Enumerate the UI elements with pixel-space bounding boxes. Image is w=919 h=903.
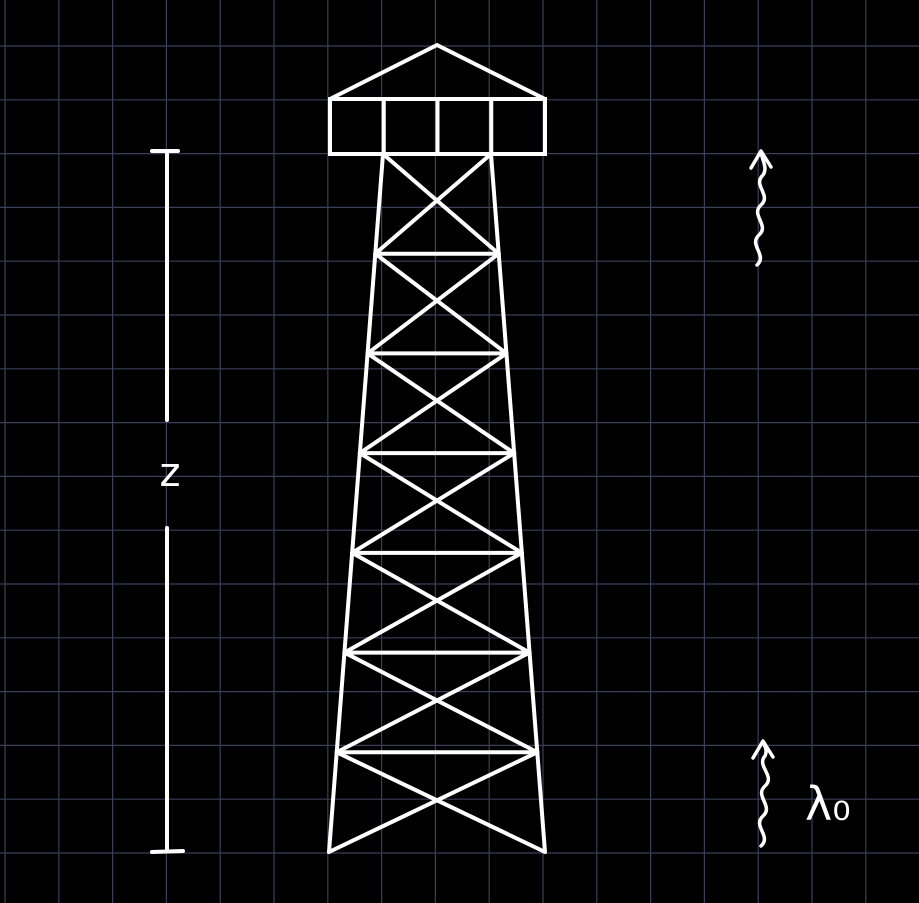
tower-leg-left — [327, 152, 385, 854]
tower-brace — [327, 750, 540, 854]
tower-brace — [373, 251, 509, 356]
cabin-dividers — [381, 97, 494, 156]
tower-brace — [334, 650, 532, 755]
tower-brace — [342, 550, 524, 655]
tower-brace — [334, 750, 547, 854]
tower-brace — [350, 550, 532, 655]
tower-truss — [327, 152, 547, 854]
wavelength-label: λ₀ — [805, 777, 851, 831]
height-bottom-tick — [150, 849, 185, 854]
tower-brace — [357, 451, 524, 555]
tower-brace — [342, 650, 540, 755]
tower — [327, 43, 547, 854]
height-label: z — [160, 450, 181, 496]
tower-leg-right — [489, 152, 547, 854]
tower-brace — [373, 152, 493, 256]
tower-roof — [329, 43, 546, 101]
tower-brace — [350, 451, 517, 555]
tower-brace — [357, 351, 509, 456]
lower-arrow-head-icon — [751, 739, 775, 760]
lower-wavy-arrow: λ₀ — [751, 739, 851, 848]
tower-brace — [365, 351, 517, 456]
tower-brace — [365, 251, 501, 356]
lower-wave — [757, 740, 771, 848]
height-dimension: z — [150, 149, 185, 854]
tower-brace — [381, 152, 501, 256]
upper-arrow-head-icon — [749, 149, 773, 170]
upper-wave — [753, 150, 767, 267]
upper-wavy-arrow — [749, 149, 773, 267]
